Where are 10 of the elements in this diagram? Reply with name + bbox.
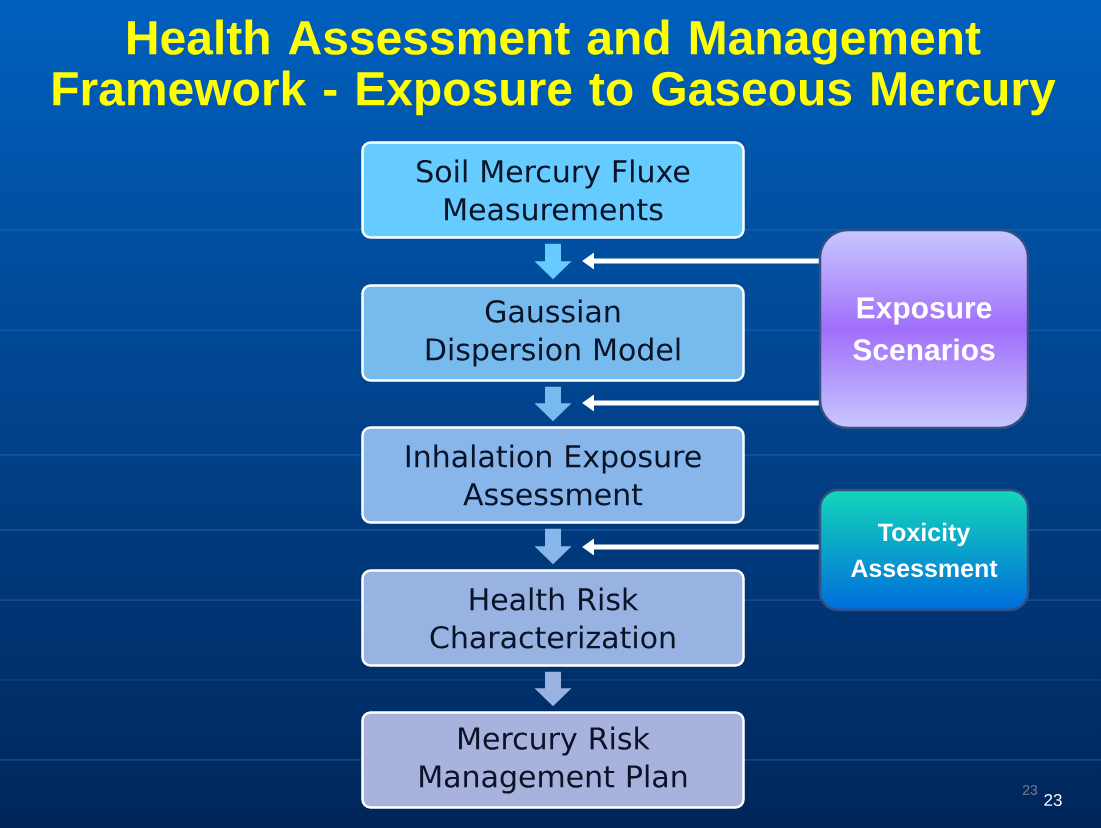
page-number: 23 (1022, 785, 1038, 795)
page-number: 23 (1044, 794, 1062, 807)
process-box: Soil Mercury Fluxe Measurements (361, 141, 745, 239)
input-box: Toxicity Assessment (818, 488, 1030, 612)
process-box: Gaussian Dispersion Model (361, 284, 745, 382)
slide-title: Health Assessment and Management Framework - Exposure to Gaseous Mercury (53, 19, 1056, 116)
process-box: Health Risk Characterization (361, 569, 745, 667)
process-box: Inhalation Exposure Assessment (361, 426, 745, 524)
process-box: Mercury Risk Management Plan (361, 711, 745, 809)
input-box: Exposure Scenarios (818, 228, 1030, 430)
